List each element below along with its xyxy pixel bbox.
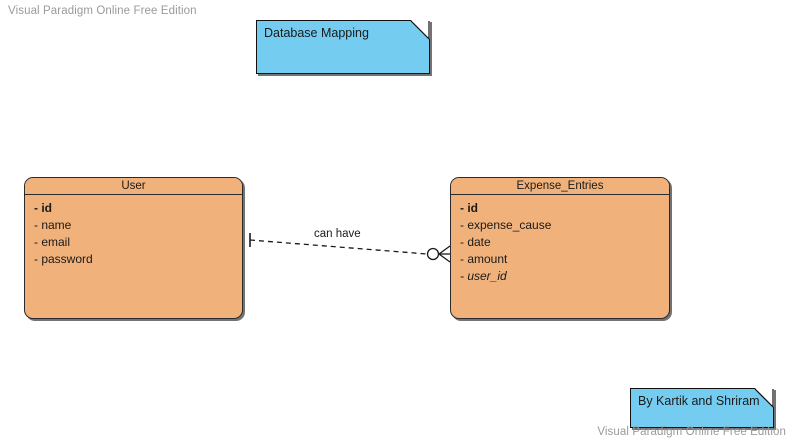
- entity-expense-entries-attribute-list: - id - expense_cause - date - amount - u…: [451, 195, 669, 285]
- attribute-row: - expense_cause: [460, 218, 552, 232]
- watermark-top-left: Visual Paradigm Online Free Edition: [8, 5, 197, 17]
- attribute-row: - id: [460, 201, 478, 215]
- attribute-row: - password: [34, 252, 93, 266]
- attribute-row: - email: [34, 235, 71, 249]
- entity-expense-entries-title: Expense_Entries: [451, 178, 669, 195]
- entity-expense-entries[interactable]: Expense_Entries - id - expense_cause - d…: [450, 177, 670, 319]
- note-database-mapping-label: Database Mapping: [264, 26, 369, 40]
- attribute-row: - user_id: [460, 269, 507, 283]
- note-authors[interactable]: By Kartik and Shriram: [630, 388, 774, 428]
- attribute-row: - name: [34, 218, 72, 232]
- note-background: [257, 21, 429, 73]
- relationship-line: [249, 239, 428, 255]
- cardinality-zero-circle-icon: [426, 247, 440, 261]
- entity-user-attribute-list: - id - name - email - password: [25, 195, 242, 268]
- watermark-bottom-right: Visual Paradigm Online Free Edition: [597, 426, 786, 438]
- entity-user-title: User: [25, 178, 242, 195]
- entity-user[interactable]: User - id - name - email - password: [24, 177, 243, 319]
- attribute-row: - id: [34, 201, 52, 215]
- note-authors-label: By Kartik and Shriram: [638, 394, 760, 408]
- attribute-row: - date: [460, 235, 491, 249]
- relationship-label: can have: [314, 228, 361, 240]
- cardinality-many-crowsfoot-icon: [438, 245, 451, 263]
- attribute-row: - amount: [460, 252, 508, 266]
- note-background: [631, 389, 773, 427]
- note-database-mapping[interactable]: Database Mapping: [256, 20, 430, 74]
